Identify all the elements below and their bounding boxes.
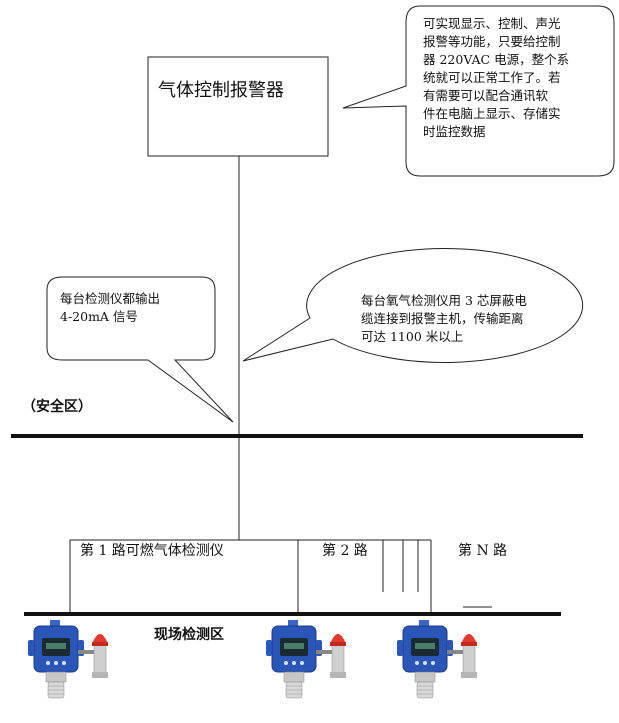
controller-note-line: 有需要可以配合通讯软: [423, 88, 549, 103]
controller-box: [147, 56, 329, 157]
detector-2-icon: [265, 619, 347, 699]
field-zone-label: 现场检测区: [154, 627, 224, 643]
controller-note-line: 器 220VAC 电源，整个系: [423, 52, 570, 67]
cable-note: 每台氧气检测仪用 3 芯屏蔽电 缆连接到报警主机，传输距离 可达 1100 米以…: [361, 292, 581, 346]
cable-note-line: 缆连接到报警主机，传输距离: [361, 311, 524, 326]
channel-1-label: 第 1 路可燃气体检测仪: [80, 543, 224, 559]
controller-note-line: 统就可以正常工作了。若: [423, 70, 561, 85]
detector-n-icon: [396, 619, 478, 699]
output-note: 每台检测仪都输出 4-20mA 信号: [60, 290, 210, 326]
controller-callout-bubble: [342, 5, 615, 177]
controller-note: 可实现显示、控制、声光 报警等功能，只要给控制 器 220VAC 电源，整个系 …: [423, 15, 605, 141]
cable-note-line: 可达 1100 米以上: [361, 329, 464, 344]
output-callout-bubble: [46, 276, 234, 423]
channel-n-label: 第 N 路: [458, 543, 508, 559]
controller-note-line: 可实现显示、控制、声光: [423, 16, 561, 31]
channel-2-label: 第 2 路: [322, 543, 368, 559]
cable-callout-bubble: [242, 248, 584, 363]
controller-note-line: 件在电脑上显示、存储实: [423, 106, 561, 121]
safe-zone-label: （安全区）: [22, 399, 92, 415]
cable-note-line: 每台氧气检测仪用 3 芯屏蔽电: [361, 293, 527, 308]
controller-note-line: 时监控数据: [423, 124, 486, 139]
controller-title: 气体控制报警器: [158, 80, 284, 101]
controller-note-line: 报警等功能，只要给控制: [423, 34, 561, 49]
detector-1-icon: [27, 619, 109, 699]
output-note-line: 4-20mA 信号: [60, 309, 138, 324]
output-note-line: 每台检测仪都输出: [60, 291, 161, 306]
